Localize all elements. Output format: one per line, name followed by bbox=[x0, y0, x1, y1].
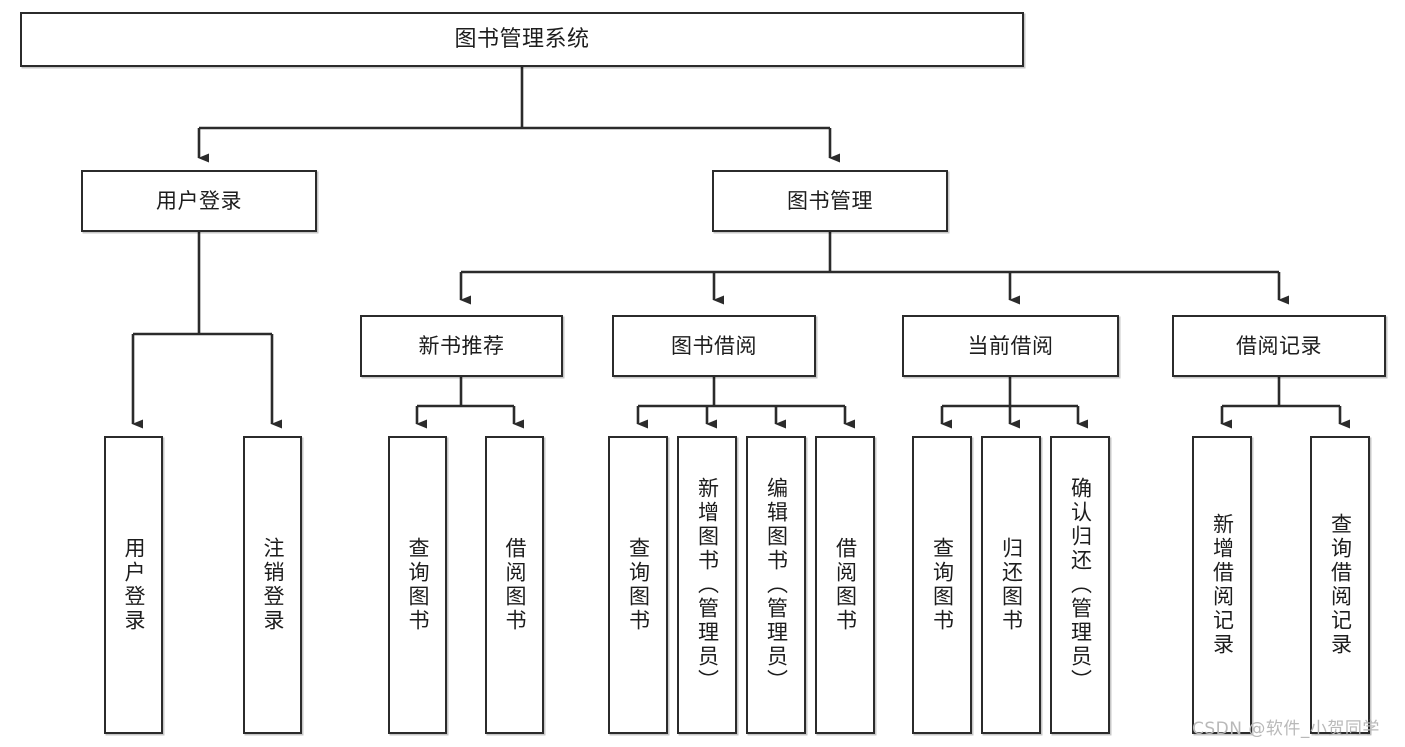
node-label: 用户登录 bbox=[156, 188, 242, 213]
leaf-borrow-record-query[interactable]: 查询借阅记录 bbox=[1310, 436, 1370, 734]
node-label: 当前借阅 bbox=[967, 333, 1054, 358]
leaf-new-book-query[interactable]: 查询图书 bbox=[388, 436, 447, 734]
node-label: 新增图书（管理员） bbox=[695, 477, 720, 693]
node-new-book-recommend[interactable]: 新书推荐 bbox=[360, 315, 563, 377]
leaf-book-borrow-query[interactable]: 查询图书 bbox=[608, 436, 668, 734]
node-label: 确认归还（管理员） bbox=[1068, 477, 1093, 693]
node-user-login[interactable]: 用户登录 bbox=[81, 170, 317, 232]
node-label: 借阅图书 bbox=[503, 537, 527, 633]
node-borrow-record[interactable]: 借阅记录 bbox=[1172, 315, 1386, 377]
node-root-book-management-system[interactable]: 图书管理系统 bbox=[20, 12, 1024, 67]
node-label: 图书管理 bbox=[787, 188, 873, 213]
node-label: 查询借阅记录 bbox=[1328, 513, 1353, 657]
node-label: 用户登录 bbox=[122, 537, 146, 633]
node-label: 归还图书 bbox=[999, 537, 1024, 633]
node-label: 新增借阅记录 bbox=[1210, 513, 1235, 657]
node-label: 查询图书 bbox=[626, 537, 651, 633]
node-label: 图书借阅 bbox=[671, 333, 757, 358]
node-book-management[interactable]: 图书管理 bbox=[712, 170, 948, 232]
leaf-new-book-borrow[interactable]: 借阅图书 bbox=[485, 436, 544, 734]
node-label: 查询图书 bbox=[406, 537, 430, 633]
connectors bbox=[131, 67, 1350, 429]
node-label: 图书管理系统 bbox=[454, 26, 590, 52]
node-label: 新书推荐 bbox=[418, 333, 505, 358]
node-label: 编辑图书（管理员） bbox=[764, 477, 789, 693]
leaf-current-borrow-query[interactable]: 查询图书 bbox=[912, 436, 972, 734]
leaf-user-login-signout[interactable]: 注销登录 bbox=[243, 436, 302, 734]
leaf-current-borrow-confirm-return[interactable]: 确认归还（管理员） bbox=[1050, 436, 1110, 734]
node-current-borrow[interactable]: 当前借阅 bbox=[902, 315, 1119, 377]
node-label: 查询图书 bbox=[930, 537, 955, 633]
leaf-book-borrow-add[interactable]: 新增图书（管理员） bbox=[677, 436, 737, 734]
leaf-borrow-record-add[interactable]: 新增借阅记录 bbox=[1192, 436, 1252, 734]
node-label: 注销登录 bbox=[261, 537, 285, 633]
leaf-book-borrow-borrow[interactable]: 借阅图书 bbox=[815, 436, 875, 734]
leaf-book-borrow-edit[interactable]: 编辑图书（管理员） bbox=[746, 436, 806, 734]
node-book-borrow[interactable]: 图书借阅 bbox=[612, 315, 816, 377]
leaf-user-login-signin[interactable]: 用户登录 bbox=[104, 436, 163, 734]
node-label: 借阅图书 bbox=[833, 537, 858, 633]
node-label: 借阅记录 bbox=[1236, 333, 1322, 358]
leaf-current-borrow-return[interactable]: 归还图书 bbox=[981, 436, 1041, 734]
